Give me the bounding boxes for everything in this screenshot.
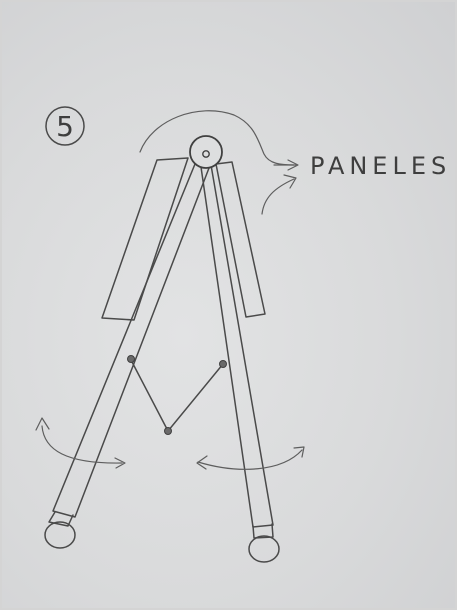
brace-joint-right <box>220 361 227 368</box>
left-foot-wheel <box>45 522 75 548</box>
paneles-label: PANELES <box>310 152 451 180</box>
right-foot-wheel <box>249 536 279 562</box>
step-number-badge: 5 <box>46 107 84 145</box>
right-motion-arrow <box>197 447 304 469</box>
right-motion-head-left <box>197 456 207 469</box>
left-panel <box>102 158 188 320</box>
brace-joint-center <box>165 428 172 435</box>
folding-brace <box>128 356 227 435</box>
left-foot <box>45 512 75 548</box>
hinge-disc <box>190 136 222 168</box>
right-foot <box>249 524 279 562</box>
left-leg <box>53 164 209 517</box>
right-motion-curve <box>198 450 302 469</box>
right-leg <box>201 165 273 527</box>
left-motion-curve <box>42 426 122 463</box>
lower-arrow-shaft <box>262 179 294 214</box>
paneles-arrows <box>262 160 298 214</box>
brace-linkage <box>131 360 223 431</box>
brace-joint-left <box>128 356 135 363</box>
step-number: 5 <box>56 110 74 143</box>
top-hinge <box>190 136 222 168</box>
